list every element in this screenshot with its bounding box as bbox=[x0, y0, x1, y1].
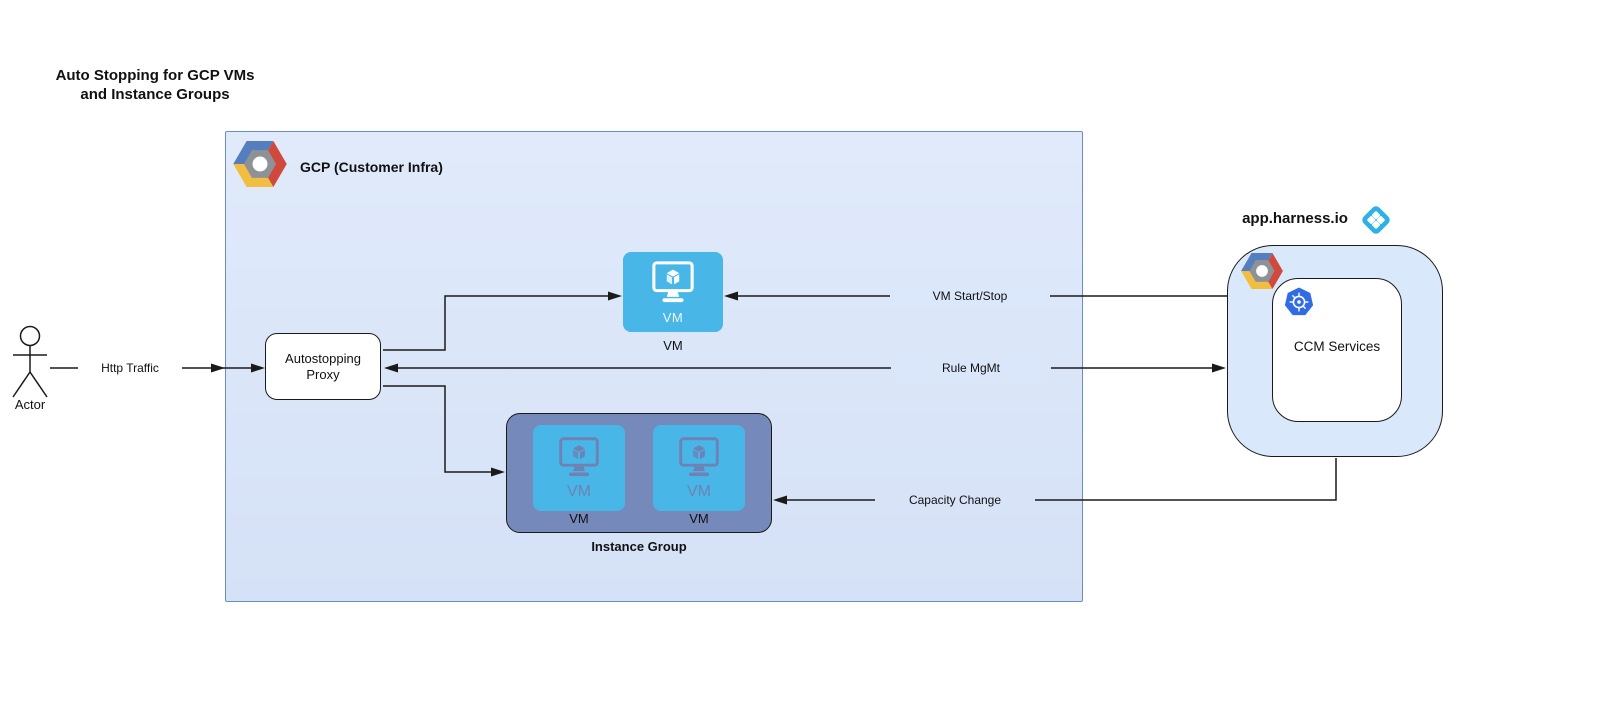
edge-label-capacity-change: Capacity Change bbox=[875, 491, 1035, 509]
diagram-title: Auto Stopping for GCP VMs and Instance G… bbox=[55, 67, 255, 103]
edge-label-http-traffic: Http Traffic bbox=[78, 359, 182, 377]
edge-label-vm-start-stop: VM Start/Stop bbox=[890, 287, 1050, 305]
ccm-services-node: CCM Services bbox=[1272, 278, 1402, 422]
ccm-services-label: CCM Services bbox=[1293, 339, 1381, 354]
instance-group-vm-1-caption: VM bbox=[569, 511, 589, 526]
vm-node: VM bbox=[623, 252, 723, 332]
gcp-logo-icon bbox=[233, 141, 287, 192]
actor-label: Actor bbox=[14, 397, 46, 412]
instance-group-node: VM VM VM VM bbox=[506, 413, 772, 533]
vm-monitor-icon bbox=[557, 436, 601, 483]
instance-group-vm-2-caption: VM bbox=[689, 511, 709, 526]
vm-monitor-icon bbox=[677, 436, 721, 483]
autostopping-proxy-label: Autostopping Proxy bbox=[285, 350, 361, 382]
actor-figure-icon bbox=[12, 325, 48, 398]
autostopping-proxy-node: Autostopping Proxy bbox=[265, 333, 381, 400]
vm-caption: VM bbox=[663, 338, 683, 353]
harness-logo-icon bbox=[1358, 202, 1394, 243]
edge-label-rule-mgmt: Rule MgMt bbox=[891, 359, 1051, 377]
instance-group-vm-1: VM bbox=[533, 425, 625, 511]
vm-icon-text: VM bbox=[567, 482, 591, 500]
vm-monitor-icon bbox=[650, 260, 696, 309]
kubernetes-icon bbox=[1284, 287, 1314, 322]
vm-icon-text: VM bbox=[662, 309, 684, 325]
harness-container: CCM Services bbox=[1227, 245, 1443, 457]
instance-group-label: Instance Group bbox=[591, 539, 687, 554]
gcp-container-label: GCP (Customer Infra) bbox=[300, 159, 443, 175]
instance-group-vm-2: VM bbox=[653, 425, 745, 511]
vm-icon-text: VM bbox=[687, 482, 711, 500]
harness-domain-label: app.harness.io bbox=[1242, 210, 1348, 227]
gcp-logo-icon bbox=[1241, 253, 1283, 294]
